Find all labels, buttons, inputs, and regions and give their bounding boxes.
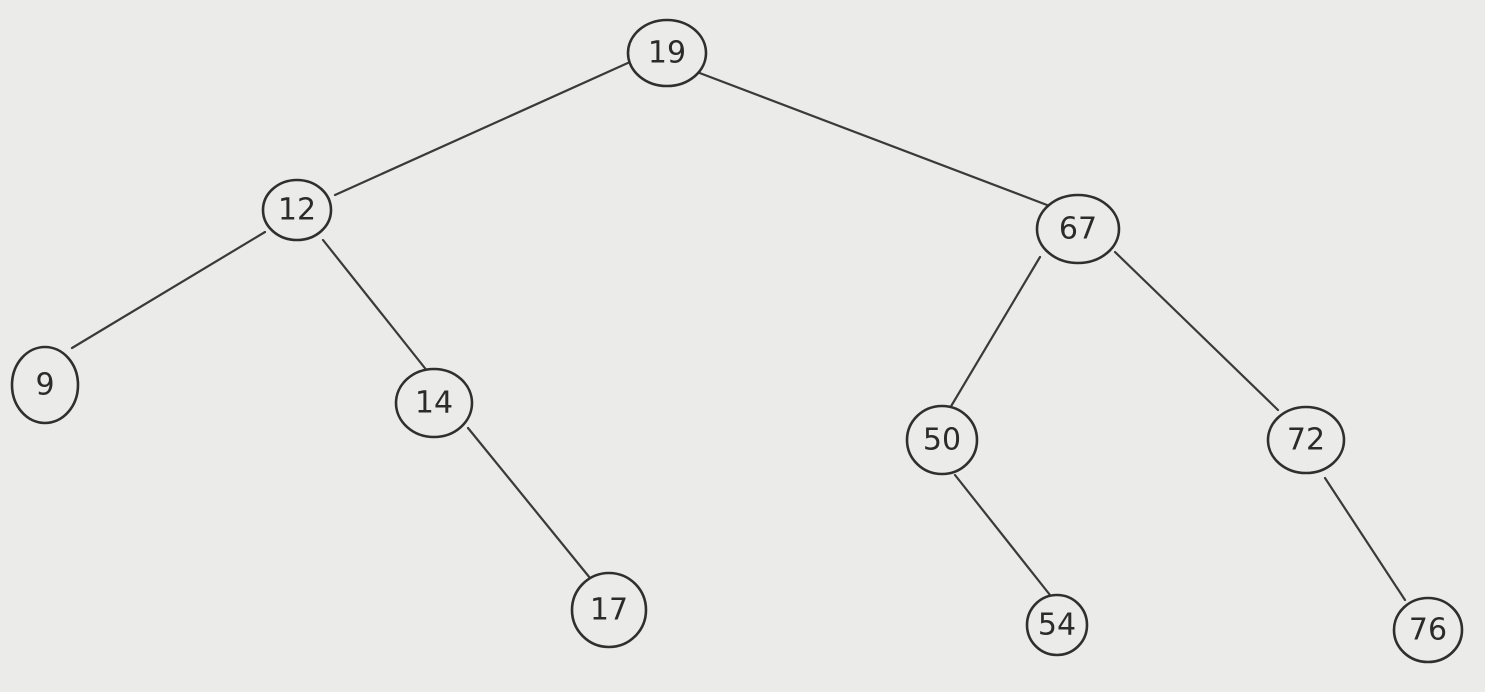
tree-node-19: 19 [626,18,708,88]
node-label: 19 [648,36,686,71]
tree-node-72: 72 [1266,405,1346,475]
tree-node-9: 9 [10,345,80,425]
tree-node-54: 54 [1025,593,1089,657]
node-circle [570,571,648,649]
node-label: 76 [1409,613,1447,648]
node-circle [905,404,979,476]
node-circle [1392,596,1464,664]
tree-edges [70,60,1407,602]
node-label: 9 [35,368,54,403]
node-circle [626,18,708,88]
node-label: 14 [415,386,453,421]
edge-67-72 [1113,250,1280,412]
tree-node-12: 12 [261,178,333,242]
node-label: 50 [923,423,961,458]
tree-node-76: 76 [1392,596,1464,664]
node-label: 67 [1059,212,1097,247]
edge-12-9 [70,230,267,350]
node-label: 72 [1287,423,1325,458]
node-circle [1035,193,1121,265]
tree-node-14: 14 [394,367,474,439]
edge-50-54 [953,473,1052,597]
node-circle [1266,405,1346,475]
edge-72-76 [1323,476,1407,602]
edge-67-50 [948,255,1042,410]
edge-14-17 [466,426,592,580]
tree-node-17: 17 [570,571,648,649]
tree-node-50: 50 [905,404,979,476]
edge-19-67 [695,70,1049,207]
node-circle [394,367,474,439]
node-label: 12 [278,193,316,228]
node-circle [1025,593,1089,657]
edge-19-12 [333,60,632,197]
node-label: 17 [590,593,628,628]
edge-12-14 [321,238,430,374]
tree-node-67: 67 [1035,193,1121,265]
node-circle [10,345,80,425]
node-label: 54 [1038,608,1076,643]
node-circle [261,178,333,242]
tree-nodes: 19 12 67 9 14 50 [10,18,1464,664]
